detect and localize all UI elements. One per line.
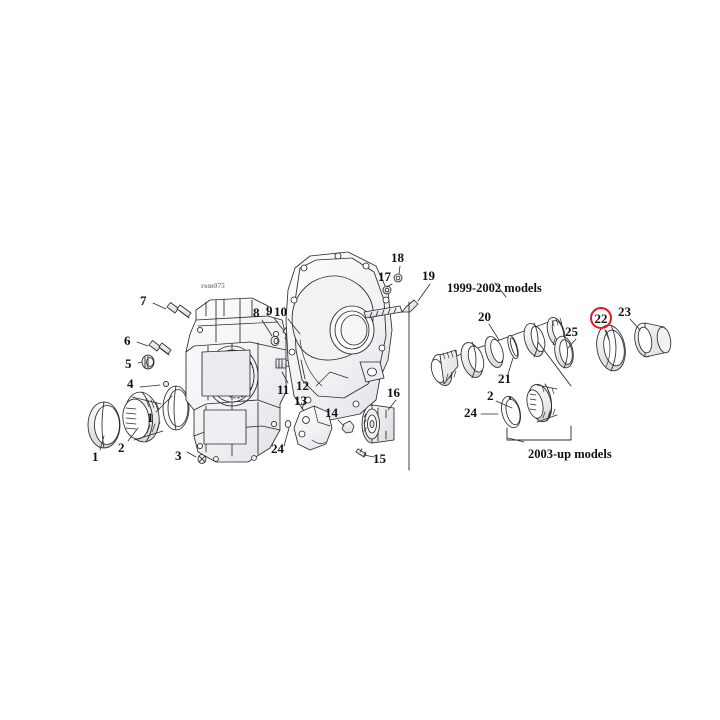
callout-2-a: 2 <box>118 440 125 455</box>
callout-15: 15 <box>373 451 386 466</box>
watermark-text: rom075 <box>201 282 226 290</box>
callout-8: 8 <box>253 305 260 320</box>
part-17-washer <box>382 285 392 295</box>
callout-22-highlighted: 22 <box>590 307 612 329</box>
callout-7: 7 <box>140 293 147 308</box>
callout-5: 5 <box>125 356 132 371</box>
part-2-needle-bearing-left <box>122 391 164 443</box>
leader-lines <box>99 265 641 458</box>
part-20-race-c <box>523 322 546 358</box>
callout-16: 16 <box>387 385 400 400</box>
callout-24-b: 24 <box>464 405 477 420</box>
callout-4: 4 <box>127 376 134 391</box>
bearing-stack-2003-up <box>501 341 572 441</box>
callout-11: 11 <box>277 382 290 397</box>
part-24-oring-left <box>284 420 292 428</box>
part-8-seal-washer <box>270 335 280 347</box>
callout-14: 14 <box>325 405 338 420</box>
part-23-spacer <box>634 322 672 358</box>
callout-18: 18 <box>391 250 404 265</box>
callout-6: 6 <box>124 333 131 348</box>
callout-24-a: 24 <box>271 441 284 456</box>
group-label-1999-2002: 1999-2002 models <box>447 281 542 295</box>
part-18-washer <box>393 273 403 283</box>
part-5-bushing <box>141 354 155 370</box>
callout-21: 21 <box>498 371 511 386</box>
callout-9: 9 <box>266 303 273 318</box>
callout-17: 17 <box>378 269 391 284</box>
callout-3: 3 <box>175 448 182 463</box>
part-6-stud-bolt <box>148 340 172 356</box>
part-14-fitting-nut <box>341 420 355 434</box>
callout-25: 25 <box>565 324 578 339</box>
group-label-2003-up: 2003-up models <box>528 447 612 461</box>
callout-13: 13 <box>294 393 307 408</box>
part-24-snap-ring <box>501 395 521 429</box>
part-20-race-a <box>460 341 485 379</box>
part-22-oil-seal <box>596 324 626 372</box>
callout-1-a: 1 <box>92 449 99 464</box>
variant-box-frame <box>408 301 410 471</box>
crankcase-right-half-cover <box>285 251 393 421</box>
callout-1-b: 1 <box>147 410 154 425</box>
part-4-dowel-pin <box>162 380 170 388</box>
callout-10: 10 <box>274 304 287 319</box>
part-21-shim <box>507 335 519 359</box>
part-2-needle-bearing-right <box>526 383 558 423</box>
part-15-screw <box>355 448 367 458</box>
callout-20: 20 <box>478 309 491 324</box>
callout-19: 19 <box>422 268 435 283</box>
part-7-stud-bolt <box>166 302 192 319</box>
part-20-roller-cage <box>430 349 459 386</box>
crankcase-left-half <box>185 297 287 463</box>
callout-12: 12 <box>296 378 309 393</box>
part-13-oil-pump-body <box>293 405 333 451</box>
callout-2-b: 2 <box>487 388 494 403</box>
callout-23: 23 <box>618 304 631 319</box>
part-16-oil-filter <box>361 404 395 444</box>
part-1-outer-ring-left <box>87 401 121 449</box>
part-25-shim <box>554 335 574 369</box>
part-1-inner-ring-left <box>162 385 190 431</box>
part-20-race-b <box>484 336 504 368</box>
